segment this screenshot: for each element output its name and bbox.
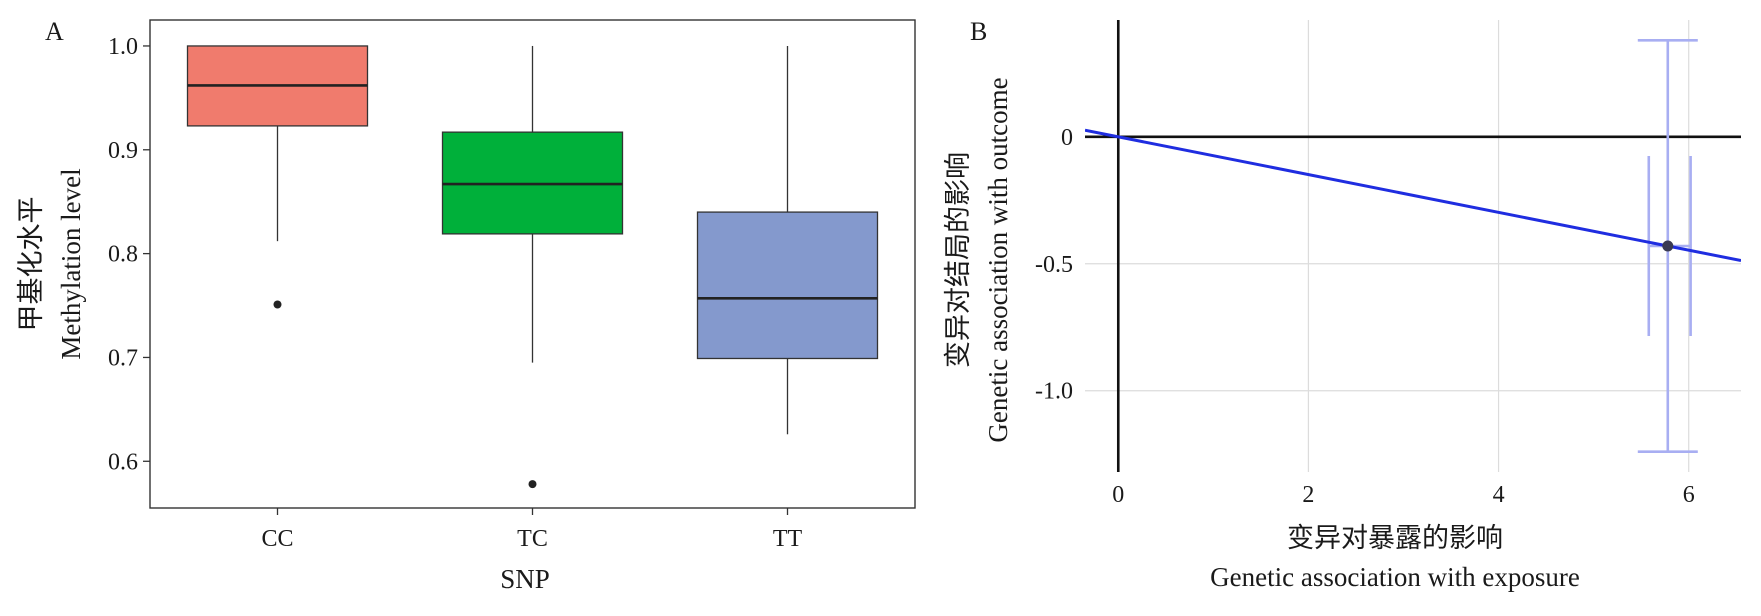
panel-a-y-axis-title-cn: 甲基化水平 (16, 197, 46, 332)
panel-a-y-axis-title-en: Methylation level (56, 168, 86, 359)
panel-a-x-axis-title: SNP (500, 564, 550, 594)
panel-b-y-axis: 0 -0.5 -1.0 (1035, 125, 1073, 405)
panel-b-y-tick-label: -1.0 (1035, 379, 1073, 405)
panel-a-boxplot: A 0.6 0.7 0.8 0.9 1.0 CC TC TT SNP 甲基化水平 Methy… (16, 17, 916, 594)
box-tt (696, 211, 879, 360)
panel-a-x-tick-label: TT (773, 526, 803, 552)
panel-b-x-tick-label: 6 (1683, 482, 1695, 508)
panel-b-letter: B (970, 17, 987, 46)
panel-b-scatter: B 0 -0.5 -1.0 0 2 4 6 变异对暴露的影响 Genetic associ… (943, 17, 1741, 592)
panel-a-x-tick-label: TC (517, 526, 548, 552)
panel-b-gridlines (1085, 20, 1741, 472)
panel-b-y-tick-label: -0.5 (1035, 252, 1073, 278)
panel-a-y-tick-label: 0.9 (108, 138, 138, 164)
panel-b-y-tick-label: 0 (1061, 125, 1073, 151)
panel-b-y-axis-title-en: Genetic association with outcome (983, 77, 1013, 442)
panel-b-x-axis: 0 2 4 6 (1112, 482, 1694, 508)
panel-b-x-tick-label: 4 (1493, 482, 1505, 508)
panel-a-boxes (186, 45, 879, 489)
panel-b-x-axis-title-en: Genetic association with exposure (1210, 562, 1580, 592)
panel-b-fit-line (1085, 128, 1741, 263)
box-outlier (528, 480, 537, 489)
panel-b-x-tick-label: 0 (1112, 482, 1124, 508)
panel-a-y-tick-label: 0.6 (108, 449, 138, 475)
panel-b-point (1662, 240, 1674, 252)
panel-b-x-axis-title-cn: 变异对暴露的影响 (1287, 523, 1503, 553)
panel-a-y-tick-label: 0.8 (108, 242, 138, 268)
panel-a-y-tick-label: 0.7 (108, 345, 138, 371)
box-outlier (273, 300, 282, 309)
panel-a-letter: A (45, 17, 64, 46)
panel-a-y-axis: 0.6 0.7 0.8 0.9 1.0 (108, 34, 150, 475)
panel-b-x-tick-label: 2 (1302, 482, 1314, 508)
panel-a-x-tick-label: CC (261, 526, 293, 552)
panel-a-y-tick-label: 1.0 (108, 34, 138, 60)
panel-b-plot-area (1085, 20, 1741, 472)
panel-b-y-axis-title-cn: 变异对结局的影响 (943, 152, 973, 368)
panel-a-x-axis: CC TC TT (261, 508, 802, 552)
